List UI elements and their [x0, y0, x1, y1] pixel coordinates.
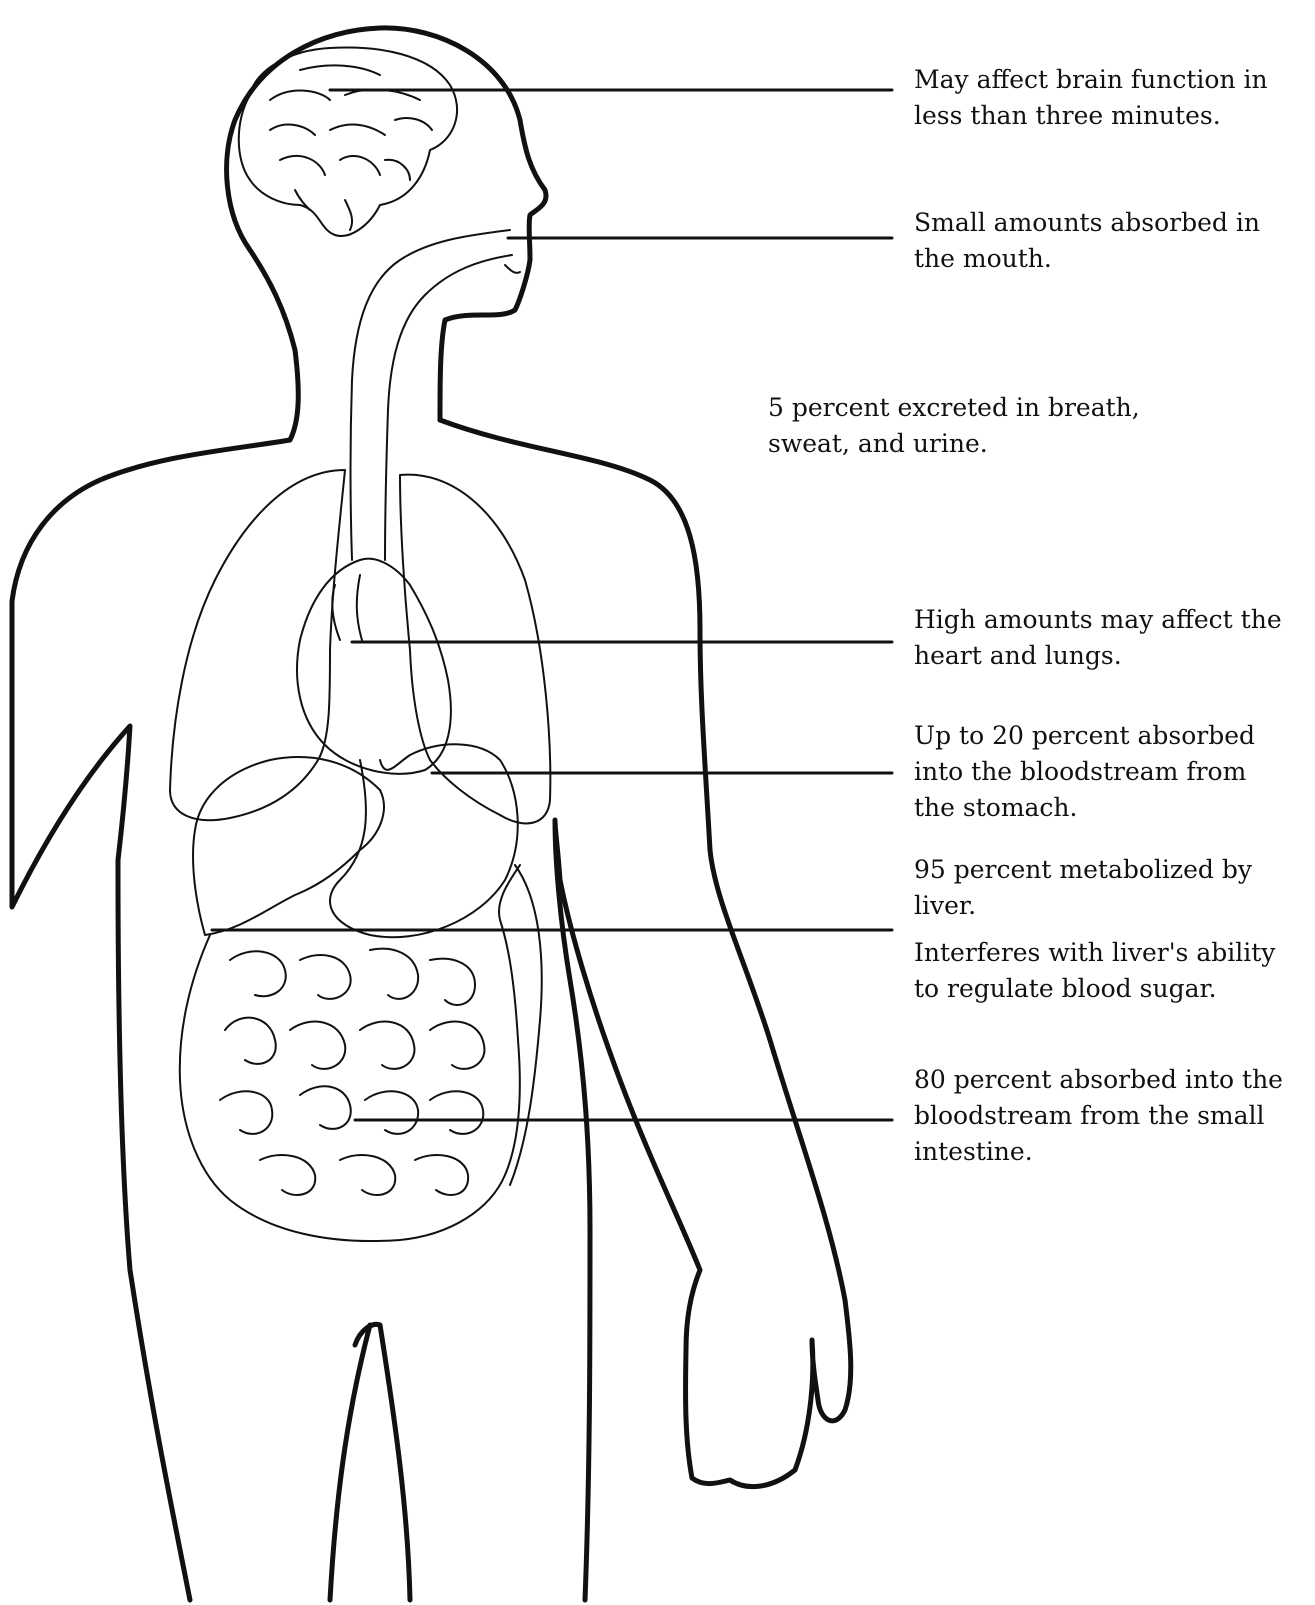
annotation-liver-blood-sugar: Interferes with liver's ability to regul…	[914, 935, 1314, 1007]
body-outline-right	[440, 420, 851, 1600]
lung-left	[170, 470, 345, 820]
esophagus-inner	[385, 255, 512, 560]
heart-top	[332, 575, 362, 640]
annotation-excretion: 5 percent excreted in breath, sweat, and…	[768, 390, 1208, 462]
annotation-heart-lungs: High amounts may affect the heart and lu…	[914, 602, 1314, 674]
body-inner-leg-right	[330, 1325, 370, 1600]
annotation-liver-metabolism: 95 percent metabolized by liver.	[914, 852, 1314, 924]
intestine-outline	[180, 865, 520, 1241]
annotation-small-intestine: 80 percent absorbed into the bloodstream…	[914, 1062, 1314, 1170]
heart	[297, 559, 451, 774]
body-outline-left	[12, 28, 546, 1600]
annotation-stomach: Up to 20 percent absorbed into the blood…	[914, 718, 1314, 826]
organs	[170, 47, 550, 1241]
body-outline	[12, 28, 851, 1600]
body-inner-leg-left	[380, 1325, 410, 1600]
annotation-brain: May affect brain function in less than t…	[914, 62, 1314, 134]
mouth-line	[505, 265, 520, 273]
intestine-coils	[220, 949, 484, 1195]
annotation-mouth: Small amounts absorbed in the mouth.	[914, 205, 1314, 277]
liver	[193, 757, 384, 935]
leader-lines	[212, 90, 892, 1120]
esophagus	[351, 230, 511, 560]
